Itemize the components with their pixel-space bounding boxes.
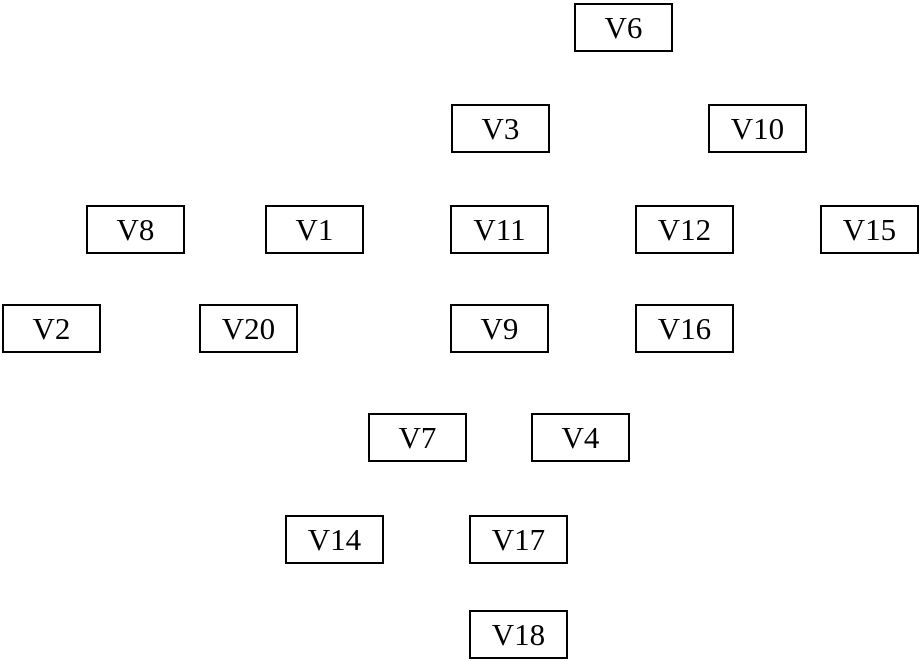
node-label: V17 <box>491 522 546 557</box>
node-v8: V8 <box>86 205 185 254</box>
node-label: V7 <box>398 420 437 455</box>
node-label: V6 <box>604 10 643 45</box>
node-v18: V18 <box>469 610 568 659</box>
node-label: V14 <box>307 522 362 557</box>
node-v12: V12 <box>635 205 734 254</box>
node-v3: V3 <box>451 104 550 153</box>
node-label: V2 <box>32 311 71 346</box>
node-v1: V1 <box>265 205 364 254</box>
node-label: V9 <box>480 311 519 346</box>
node-label: V11 <box>473 212 526 247</box>
node-v14: V14 <box>285 515 384 564</box>
node-v10: V10 <box>708 104 807 153</box>
node-label: V15 <box>842 212 897 247</box>
node-label: V10 <box>730 111 785 146</box>
node-v17: V17 <box>469 515 568 564</box>
node-v20: V20 <box>199 304 298 353</box>
node-v4: V4 <box>531 413 630 462</box>
node-v16: V16 <box>635 304 734 353</box>
node-label: V16 <box>657 311 712 346</box>
node-label: V4 <box>561 420 600 455</box>
node-v9: V9 <box>450 304 549 353</box>
node-label: V1 <box>295 212 334 247</box>
node-label: V18 <box>491 617 546 652</box>
node-label: V12 <box>657 212 712 247</box>
node-v11: V11 <box>450 205 549 254</box>
node-label: V8 <box>116 212 155 247</box>
node-label: V20 <box>221 311 276 346</box>
node-v2: V2 <box>2 304 101 353</box>
node-v15: V15 <box>820 205 919 254</box>
node-v7: V7 <box>368 413 467 462</box>
node-label: V3 <box>481 111 520 146</box>
node-v6: V6 <box>574 3 673 52</box>
